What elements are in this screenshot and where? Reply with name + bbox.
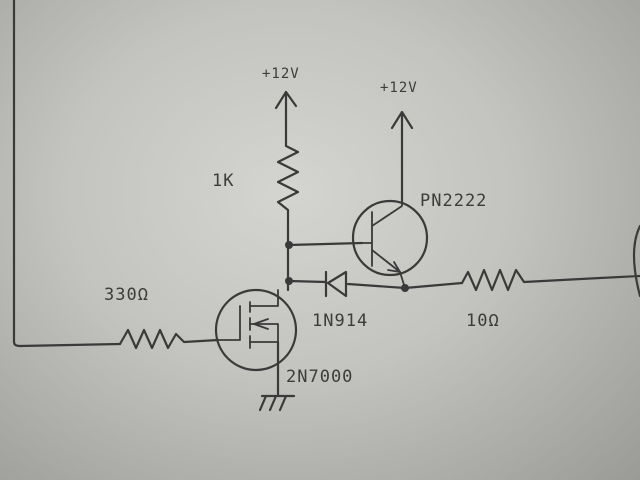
base-wire (287, 241, 364, 247)
supply-label-left: +12V (262, 66, 300, 82)
diode-wire (287, 279, 407, 290)
mosfet-gate (217, 305, 241, 341)
mosfet-arrow (253, 318, 269, 330)
load-circle-edge (632, 224, 640, 298)
ground-icon (258, 394, 296, 412)
supply-label-right: +12V (380, 80, 418, 96)
resistor-label-1k: 1K (212, 171, 234, 191)
gate-resistor (118, 328, 220, 350)
transistor-emitter (371, 249, 406, 289)
output-wire (403, 281, 464, 290)
mosfet-body (214, 288, 298, 372)
input-wire (12, 0, 122, 348)
transistor-body (351, 199, 429, 277)
supply-arrow-right-icon (390, 110, 414, 130)
output-resistor (460, 268, 640, 292)
transistor-base-bar (361, 211, 373, 267)
gate-resistor-label: 330Ω (104, 285, 149, 305)
transistor-label: PN2222 (420, 191, 487, 211)
mosfet-label: 2N7000 (286, 367, 353, 387)
mosfet-drain-source (249, 289, 279, 343)
diode-icon (324, 270, 348, 298)
diode-label: 1N914 (312, 311, 368, 331)
pullup-resistor (276, 102, 300, 228)
transistor-collector (371, 201, 403, 227)
output-resistor-label: 10Ω (466, 311, 500, 331)
transistor-emitter-arrow (387, 261, 401, 273)
supply-arrow-left-icon (274, 90, 298, 110)
